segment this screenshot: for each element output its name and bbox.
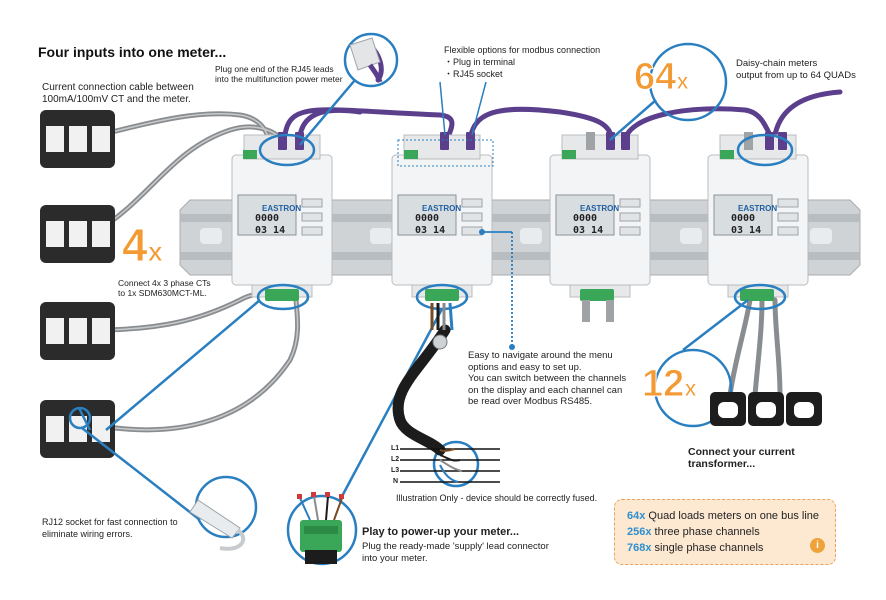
badge-4x-number: 4 [122,219,149,271]
rj12-note: RJ12 socket for fast connection to elimi… [42,517,178,539]
line-label-l3: L3 [391,467,400,474]
page-title: Four inputs into one meter... [38,44,227,60]
modbus-dashed-box [397,139,494,167]
illustration-note: Illustration Only - device should be cor… [396,493,598,503]
meter-3-reading-2: 03 14 [573,225,604,236]
power-line-taps [439,448,463,483]
rj45-daisy-chain-cables [282,42,843,148]
info-row-quad-text: Quad loads meters on one bus line [645,510,820,522]
powerup-body: Plug the ready-made 'supply' lead connec… [362,541,549,564]
ct-clamp-1 [40,110,115,168]
ct-clamp-3 [40,302,115,360]
modbus-pointer-lines [439,81,487,136]
meter-3-reading-1: 0000 [573,213,598,224]
powerup-title: Play to power-up your meter... [362,526,520,538]
ct-clamps-right [710,392,822,426]
line-label-n: N [393,478,399,485]
info-row-quad: 64x Quad loads meters on one bus line [627,508,823,524]
modbus-option-terminal: ・Plug in terminal [444,57,516,67]
ct-clamp-group [40,110,115,458]
modbus-title: Flexible options for modbus connection [444,45,601,55]
capacity-info-box: 64x Quad loads meters on one bus line 25… [614,499,836,565]
badge-4x-suffix: x [147,236,163,268]
ct-cable-note: Current connection cable between 100mA/1… [42,82,194,105]
info-row-three-phase-text: three phase channels [651,526,760,538]
info-row-single-phase-number: 768x [627,542,652,554]
line-label-l1: L1 [391,445,400,452]
badge-12x-suffix: x [684,375,698,402]
top-green-terminals [243,150,734,159]
badge-12x: 12x [641,363,698,407]
info-icon: i [810,538,825,553]
rj45-plugs [278,132,787,150]
modbus-option-rj45: ・RJ45 socket [444,69,503,79]
connect-ct-title: Connect your current transformer... [688,446,795,470]
bottom-green-terminals [265,289,774,301]
info-row-three-phase: 256x three phase channels [627,524,823,540]
info-row-single-phase-text: single phase channels [651,542,764,554]
info-row-quad-number: 64x [627,510,646,522]
info-row-three-phase-number: 256x [627,526,652,538]
meter3-ct-leads [582,300,614,322]
badge-64x-suffix: x [676,68,690,95]
blue-highlight-circles [194,32,794,566]
meter-1-reading-1: 0000 [255,213,280,224]
rj45-plug-top [349,37,383,83]
info-row-single-phase: 768x single phase channels [627,540,823,556]
meter-2-brand: EASTRON [422,204,462,213]
badge-4x: 4x [122,219,164,275]
blue-connector-lines [77,79,749,521]
meter-4-reading-1: 0000 [731,213,756,224]
supply-connector [297,492,344,564]
supply-cable [392,302,454,456]
meter-4 [707,134,809,298]
badge-64x-number: 64 [633,56,677,98]
navigate-note: Easy to navigate around the menu options… [468,350,627,407]
meter-4-reading-2: 03 14 [731,225,762,236]
meter-3-brand: EASTRON [580,204,620,213]
ct-cable-highlights [94,112,299,431]
menu-pointer-dot [509,344,515,350]
badge-64x: 64x [633,56,690,100]
badge-12x-number: 12 [641,363,685,405]
ct-clamp-2 [40,205,115,263]
ct-clamp-4 [40,400,115,458]
meter-2-reading-1: 0000 [415,213,440,224]
rj45-plug-note: Plug one end of the RJ45 leads into the … [215,64,343,84]
meter-3 [549,134,651,298]
meter-1 [231,134,333,298]
rj12-plugs [586,132,753,150]
daisy-chain-note: Daisy-chain meters output from up to 64 … [736,58,856,81]
meter-2-reading-2: 03 14 [415,225,446,236]
rj12-plug [189,499,246,551]
meter-4-brand: EASTRON [738,204,778,213]
connect-4x-note: Connect 4x 3 phase CTs to 1x SDM630MCT-M… [118,278,211,298]
meter-1-brand: EASTRON [262,204,302,213]
line-label-l2: L2 [391,456,400,463]
meter-2 [391,134,493,298]
meter-1-reading-2: 03 14 [255,225,286,236]
